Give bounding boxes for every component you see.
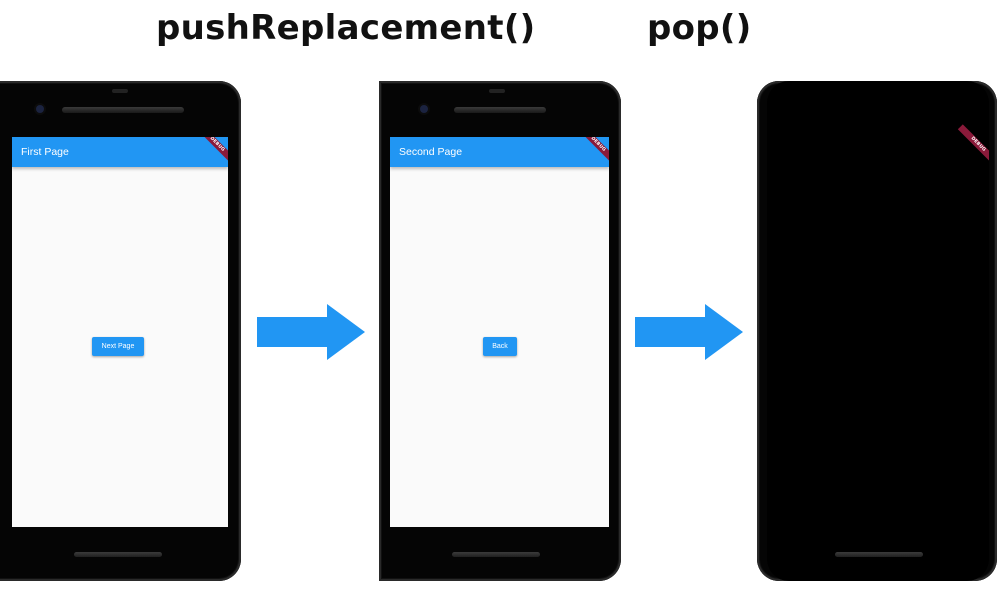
bottom-speaker [835,552,923,557]
bottom-speaker [74,552,162,557]
phone-screen: Second Page DEBUG Back [390,137,609,527]
phone-notch [112,89,128,93]
app-bar: Second Page DEBUG [390,137,609,167]
push-replacement-heading: pushReplacement() [156,8,536,48]
right-arrow-icon-shape [635,304,743,360]
app-bar: First Page DEBUG [12,137,228,167]
right-arrow-icon [257,304,365,360]
phone-body: Second Page DEBUG Back [379,81,621,581]
earpiece-speaker [454,107,546,113]
debug-banner: DEBUG [197,137,228,165]
phone-second-page: Second Page DEBUG Back [378,80,622,584]
phone-screen: First Page DEBUG Next Page [12,137,228,527]
app-bar-title: Second Page [399,146,462,158]
front-camera-icon [36,105,44,113]
pop-heading: pop() [647,8,752,48]
phone-screen-black: DEBUG [767,81,989,581]
back-button[interactable]: Back [483,337,517,356]
phone-body: DEBUG [757,81,997,581]
phone-notch [489,89,505,93]
front-camera-icon [420,105,428,113]
phone-black-screen: DEBUG [756,80,1000,584]
earpiece-speaker [62,107,184,113]
next-page-button[interactable]: Next Page [92,337,144,356]
app-bar-title: First Page [21,146,69,158]
right-arrow-icon-shape [257,304,365,360]
phone-body: First Page DEBUG Next Page [0,81,241,581]
right-arrow-icon [635,304,743,360]
phone-first-page: First Page DEBUG Next Page [0,80,244,584]
debug-banner: DEBUG [578,137,609,165]
debug-banner: DEBUG [958,124,989,164]
bottom-speaker [452,552,540,557]
